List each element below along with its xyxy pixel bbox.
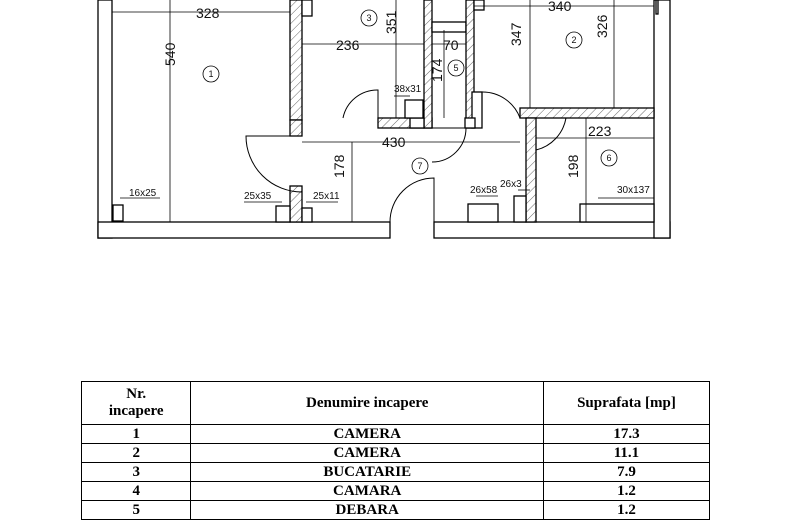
fixture-label: 25x11 xyxy=(313,191,340,202)
header-room-name: Denumire incapere xyxy=(190,381,544,425)
room-number: 3 xyxy=(366,13,371,23)
header-room-number: Nr. incapere xyxy=(80,381,192,425)
fixture-label: 30x137 xyxy=(617,185,650,196)
cell-name: CAMERA xyxy=(190,424,544,444)
table-row: 2 CAMERA 11.1 xyxy=(80,443,711,463)
dim-label: 236 xyxy=(336,37,360,53)
cell-name: CAMERA xyxy=(190,443,544,463)
header-nr-line2: incapere xyxy=(108,403,164,419)
fixture-label: 16x25 xyxy=(129,188,157,199)
table-row: 1 CAMERA 17.3 xyxy=(80,424,711,444)
dim-label: 70 xyxy=(443,37,459,53)
fixture-label: 25x35 xyxy=(244,191,272,202)
table-row: 4 CAMARA 1.2 xyxy=(80,481,711,501)
fixture-label: 38x31 xyxy=(394,84,422,95)
dim-label: 198 xyxy=(565,154,581,178)
cell-area: 7.9 xyxy=(542,462,711,482)
room-number: 7 xyxy=(417,161,422,171)
dimension-labels: 328 540 236 351 70 174 347 340 326 430 1… xyxy=(162,0,612,178)
cell-name: DEBARA xyxy=(190,500,544,520)
cell-nr: 4 xyxy=(80,481,192,501)
dim-label: 328 xyxy=(196,5,220,21)
dim-label: 223 xyxy=(588,123,612,139)
dim-label: 174 xyxy=(429,58,445,82)
dim-label: 340 xyxy=(548,0,572,14)
cell-nr: 5 xyxy=(80,500,192,520)
dim-label: 178 xyxy=(331,154,347,178)
cell-area: 1.2 xyxy=(542,500,711,520)
table-row: 3 BUCATARIE 7.9 xyxy=(80,462,711,482)
dim-label: 351 xyxy=(383,10,399,34)
fixture-label: 26x58 xyxy=(470,185,498,196)
fixture-labels: 38x31 16x25 25x35 25x11 26x58 26x3 30x13… xyxy=(129,84,650,202)
dim-label: 347 xyxy=(508,22,524,46)
cell-area: 1.2 xyxy=(542,481,711,501)
room-markers: 1 2 3 5 6 7 xyxy=(202,9,618,175)
dim-label: 540 xyxy=(162,42,178,66)
dim-label: 326 xyxy=(594,14,610,38)
cell-name: CAMARA xyxy=(190,481,544,501)
cell-name: BUCATARIE xyxy=(190,462,544,482)
cell-area: 11.1 xyxy=(542,443,711,463)
room-number: 5 xyxy=(453,63,458,73)
table-row: 5 DEBARA 1.2 xyxy=(80,500,711,520)
cell-nr: 1 xyxy=(80,424,192,444)
header-room-area: Suprafata [mp] xyxy=(542,381,711,425)
cell-area: 17.3 xyxy=(542,424,711,444)
dimension-lines xyxy=(112,0,654,222)
table-header-row: Nr. incapere Denumire incapere Suprafata… xyxy=(80,381,711,425)
doors xyxy=(245,89,567,223)
header-nr-line1: Nr. xyxy=(126,386,147,402)
cell-nr: 2 xyxy=(80,443,192,463)
room-number: 2 xyxy=(571,35,576,45)
cell-nr: 3 xyxy=(80,462,192,482)
exterior-walls xyxy=(97,0,671,239)
fixture-label: 26x3 xyxy=(500,179,522,190)
fixtures xyxy=(112,99,655,223)
room-area-table: Nr. incapere Denumire incapere Suprafata… xyxy=(80,381,711,520)
dim-label: 430 xyxy=(382,134,406,150)
room-number: 1 xyxy=(208,69,213,79)
interior-walls xyxy=(289,0,659,223)
floor-plan: 328 540 236 351 70 174 347 340 326 430 1… xyxy=(97,0,671,239)
room-number: 6 xyxy=(606,153,611,163)
